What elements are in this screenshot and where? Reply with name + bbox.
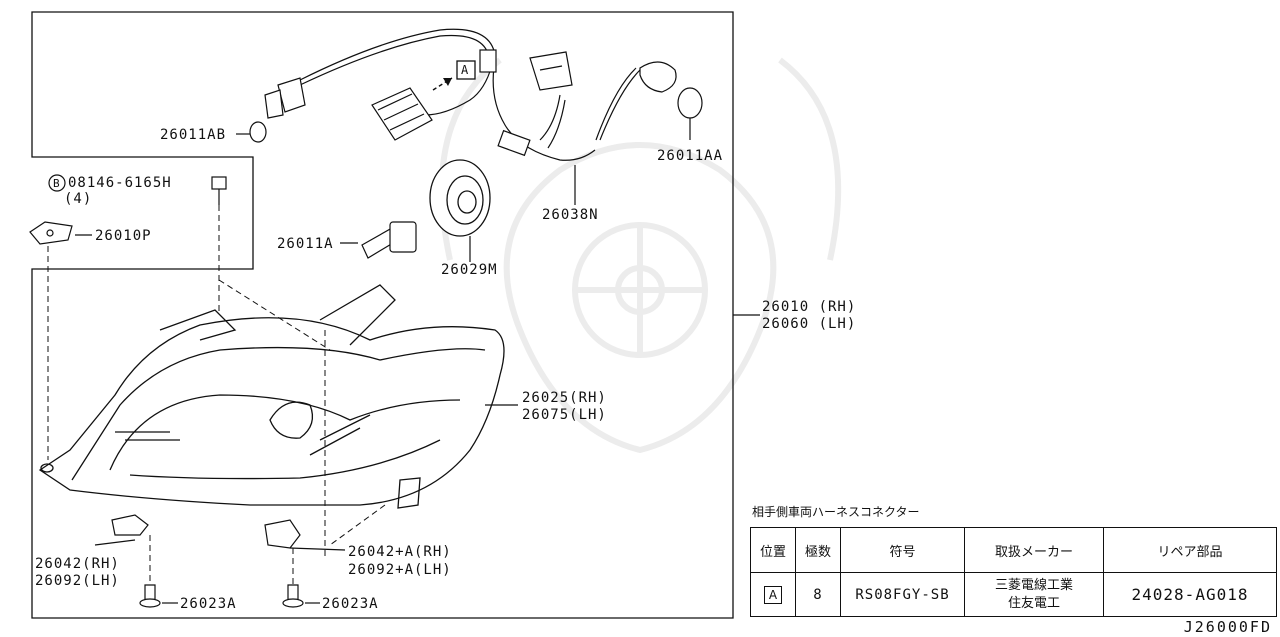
bulb-26011AB [249, 121, 267, 143]
label-26042A: 26042+A(RH) [348, 544, 452, 560]
label-26011AA: 26011AA [657, 148, 724, 164]
headlamp-housing [38, 284, 505, 509]
table-row: A 8 RS08FGY-SB 三菱電線工業 住友電工 24028-AG018 [750, 572, 1277, 617]
connector-tag-box [456, 60, 476, 80]
header-position: 位置 [750, 527, 796, 573]
label-26025: 26025(RH) [522, 390, 607, 406]
bulb-26011A [361, 221, 417, 259]
label-26010P: 26010P [95, 228, 152, 244]
header-maker: 取扱メーカー [964, 527, 1104, 573]
cell-poles: 8 [795, 572, 841, 617]
label-26092A: 26092+A(LH) [348, 562, 452, 578]
label-26023A-right: 26023A [322, 596, 379, 612]
watermark-emblem [438, 57, 842, 454]
label-bolt-qty: (4) [64, 191, 93, 207]
connector-table: 位置 極数 符号 取扱メーカー リペア部品 A 8 RS08FGY-SB 三菱電… [750, 527, 1277, 617]
cell-code: RS08FGY-SB [840, 572, 965, 617]
table-header-row: 位置 極数 符号 取扱メーカー リペア部品 [750, 527, 1277, 573]
maker-1: 三菱電線工業 [994, 577, 1073, 593]
cell-maker: 三菱電線工業 住友電工 [964, 572, 1104, 617]
maker-2: 住友電工 [1007, 595, 1060, 611]
cell-repair: 24028-AG018 [1103, 572, 1277, 617]
clip-26042 [111, 514, 301, 549]
bolt-08146 [211, 176, 227, 205]
label-26092: 26092(LH) [35, 573, 120, 589]
label-26060: 26060 (LH) [762, 316, 857, 332]
bolt-circle [48, 174, 66, 192]
screw-26023A [139, 584, 304, 608]
label-26042: 26042(RH) [35, 556, 120, 572]
connector-table-title: 相手側車両ハーネスコネクター [752, 505, 920, 519]
cover-26029M [429, 159, 491, 237]
label-26038N: 26038N [542, 207, 599, 223]
label-26075: 26075(LH) [522, 407, 607, 423]
header-repair: リペア部品 [1103, 527, 1277, 573]
frame-outline [31, 11, 734, 619]
bulb-26011AA [677, 87, 703, 119]
clip-26010P [29, 221, 73, 245]
label-connector-tag: A [461, 63, 470, 77]
header-code: 符号 [840, 527, 965, 573]
header-poles: 極数 [795, 527, 841, 573]
connector-arrow [432, 77, 453, 91]
label-26023A-left: 26023A [180, 596, 237, 612]
label-26010: 26010 (RH) [762, 299, 857, 315]
label-bolt-circle: B [53, 177, 60, 190]
label-bolt-code: 08146-6165H [68, 175, 172, 191]
label-26011A: 26011A [277, 236, 334, 252]
harness-26038N [264, 28, 677, 161]
diagram-code: J26000FD [1183, 618, 1272, 636]
cell-position: A [750, 572, 796, 617]
label-26011AB: 26011AB [160, 127, 227, 143]
label-26029M: 26029M [441, 262, 498, 278]
position-box: A [764, 585, 782, 604]
